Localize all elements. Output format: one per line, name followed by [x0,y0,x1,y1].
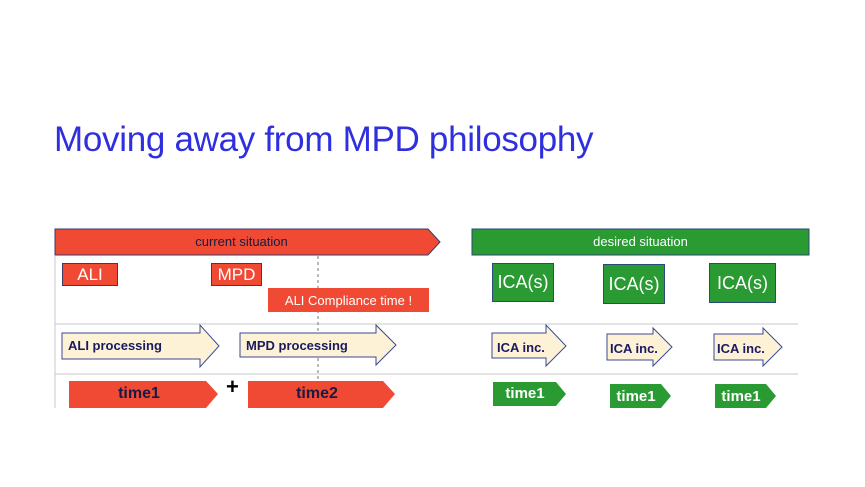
time1-arrow-desired-1 [493,382,566,406]
time1-arrow-desired-2 [610,384,671,408]
ica-inc-arrow-2 [606,326,673,368]
time1-label-desired-3: time1 [721,388,761,405]
ica-inc-label-2: ICA inc. [610,341,658,356]
ali-box: ALI [62,263,118,286]
time1-label-desired-2: time1 [616,388,656,405]
time1-arrow-current [69,381,218,408]
desired-situation-bar [471,228,810,256]
plus-sign: + [226,374,239,399]
ica-box-1: ICA(s) [492,263,554,302]
ica-inc-label-3: ICA inc. [717,341,765,356]
mpd-processing-arrow [239,323,397,367]
time2-label-current: time2 [296,385,338,402]
ica-box-2: ICA(s) [603,264,665,304]
mpd-processing-label: MPD processing [246,338,348,353]
mpd-box: MPD [211,263,262,286]
ica-box-3: ICA(s) [709,263,776,303]
ica-inc-arrow-3 [713,326,783,368]
ali-compliance-box: ALI Compliance time ! [268,288,429,312]
ali-processing-label: ALI processing [68,338,162,353]
ica-inc-arrow-1 [491,323,567,368]
time2-arrow-current [248,381,395,408]
time1-arrow-desired-3 [715,384,776,408]
time1-label-current: time1 [118,385,160,402]
current-situation-arrow [54,228,441,256]
ali-processing-arrow [61,323,220,369]
ica-inc-label-1: ICA inc. [497,340,545,355]
desired-situation-label: desired situation [593,234,688,249]
time1-label-desired-1: time1 [505,385,545,402]
current-situation-label: current situation [195,234,288,249]
page-title: Moving away from MPD philosophy [54,120,594,159]
